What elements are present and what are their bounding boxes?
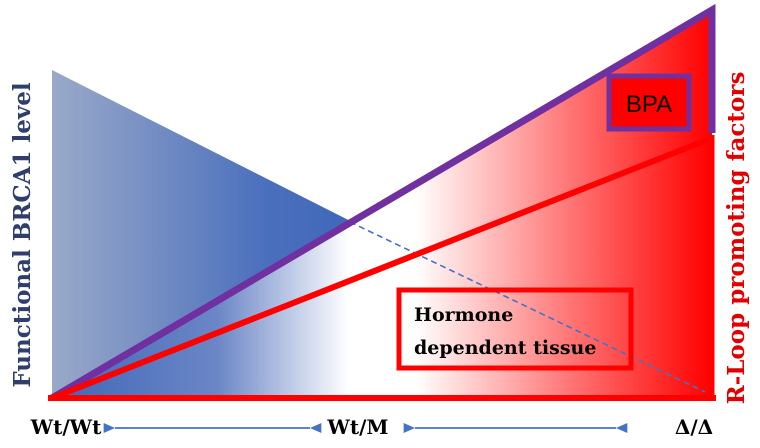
purple-boundary [50, 3, 716, 402]
bpa-box [606, 73, 692, 132]
x-label-wt-m: Wt/M [326, 415, 388, 439]
hormone-red-line [50, 135, 714, 401]
bpa-label: BPA [626, 91, 672, 118]
hormone-box [396, 287, 634, 371]
hormone-label-line2: dependent tissue [414, 337, 596, 359]
x-label-wt-wt: Wt/Wt [30, 415, 102, 439]
x-label-delta: Δ/Δ [675, 415, 713, 439]
hormone-label-line1: Hormone [414, 304, 513, 326]
left-axis-label: Functional BRCA1 level [9, 82, 36, 388]
right-axis-label: R-Loop promoting factors [723, 72, 750, 405]
brca1-dashed-line [349, 221, 706, 393]
